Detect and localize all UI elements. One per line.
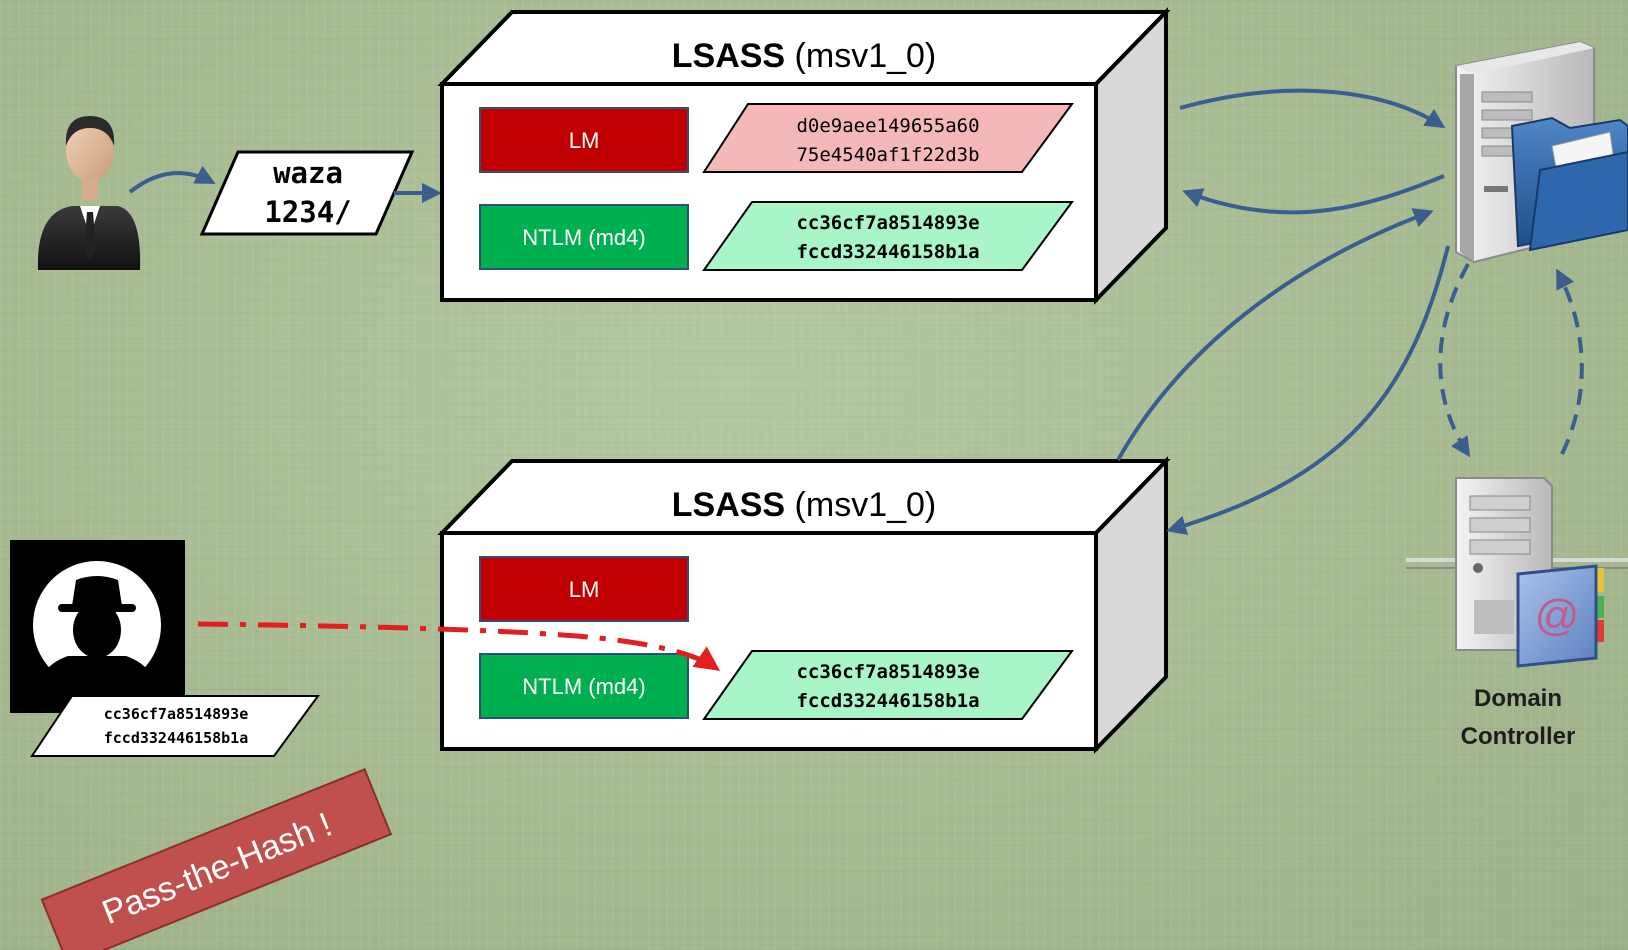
server-to-bottom-lsass-arrow	[1166, 245, 1450, 536]
ntlm-label-top: NTLM (md4)	[522, 225, 645, 250]
lm-hash-top-line1: d0e9aee149655a60	[796, 115, 979, 137]
attacker-hash-line2: fccd332446158b1a	[104, 729, 249, 747]
lsass-title-bottom: LSASS (msv1_0)	[672, 486, 937, 524]
ntlm-label-bottom: NTLM (md4)	[522, 674, 645, 699]
ntlm-hash-top-line2: fccd332446158b1a	[796, 241, 979, 263]
ntlm-hash-bottom-line2: fccd332446158b1a	[796, 690, 979, 712]
ntlm-hash-bottom	[702, 650, 1074, 720]
user-icon	[37, 116, 141, 270]
domain-controller-label-line2: Controller	[1461, 723, 1576, 750]
pass-the-hash-arrow	[197, 621, 721, 671]
pass-the-hash-banner: Pass-the-Hash !	[40, 767, 393, 950]
server-to-lsass-arrow	[1182, 174, 1445, 215]
lsass-title-top: LSASS (msv1_0)	[672, 37, 937, 75]
ntlm-hash-top	[702, 201, 1074, 271]
ntlm-hash-top-line1: cc36cf7a8514893e	[796, 212, 979, 234]
server-to-dc-arrow	[1438, 263, 1471, 458]
file-server-icon	[1455, 40, 1628, 264]
credential-username: waza	[273, 156, 343, 190]
lm-cell-bottom	[479, 556, 689, 622]
lsass-to-server-arrow	[1179, 88, 1446, 129]
credential-password: 1234/	[264, 195, 351, 229]
ntlm-hash-bottom-line1: cc36cf7a8514893e	[796, 661, 979, 683]
hacker-icon	[10, 540, 185, 713]
lsass-box-bottom: LSASS (msv1_0) LM NTLM (md4) cc36cf7a851…	[437, 456, 1171, 754]
lm-hash-top	[702, 103, 1074, 173]
svg-text:@: @	[1535, 591, 1580, 640]
dc-to-server-arrow	[1556, 268, 1584, 455]
credential-box: waza 1234/	[199, 150, 415, 236]
ntlm-cell-bottom	[479, 653, 689, 719]
lm-hash-top-line2: 75e4540af1f22d3b	[796, 144, 979, 166]
bottom-lsass-to-server-arrow	[1116, 208, 1434, 461]
attacker-hash-box: cc36cf7a8514893e fccd332446158b1a	[30, 695, 320, 757]
lm-label-top: LM	[569, 128, 600, 153]
ntlm-cell-top	[479, 204, 689, 270]
domain-controller-label-line1: Domain	[1474, 685, 1562, 712]
user-to-credential-arrow	[128, 165, 216, 194]
attacker-hash-line1: cc36cf7a8514893e	[104, 705, 249, 723]
domain-controller-icon: @	[1406, 477, 1628, 668]
lm-cell-top	[479, 107, 689, 173]
lsass-box-top: LSASS (msv1_0) LM NTLM (md4) d0e9aee1496…	[437, 7, 1171, 305]
lm-label-bottom: LM	[569, 577, 600, 602]
